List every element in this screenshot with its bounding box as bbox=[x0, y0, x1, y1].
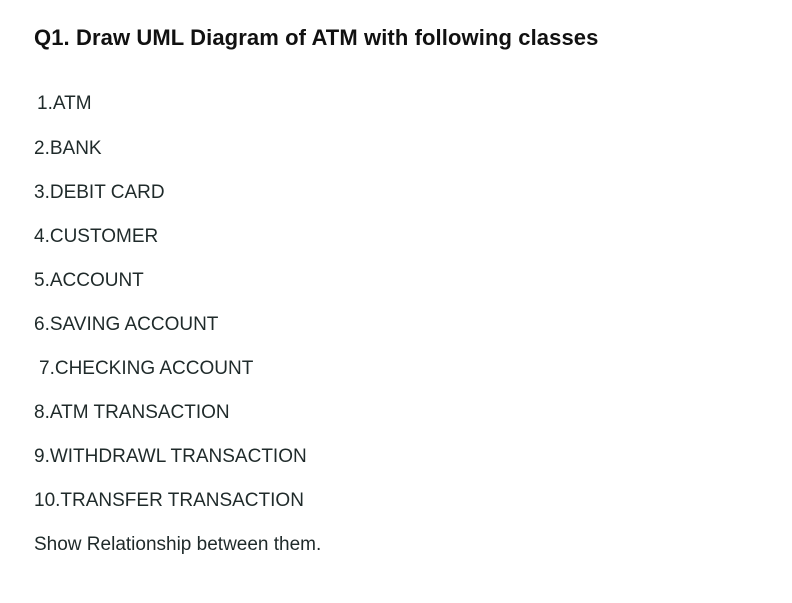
class-item-atm-transaction: 8.ATM TRANSACTION bbox=[34, 402, 230, 423]
class-item-atm: 1.ATM bbox=[37, 93, 92, 114]
class-item-bank: 2.BANK bbox=[34, 138, 102, 159]
class-item-withdrawl-transaction: 9.WITHDRAWL TRANSACTION bbox=[34, 446, 307, 467]
class-item-debit-card: 3.DEBIT CARD bbox=[34, 182, 165, 203]
class-item-transfer-transaction: 10.TRANSFER TRANSACTION bbox=[34, 490, 304, 511]
instruction-footer: Show Relationship between them. bbox=[34, 534, 322, 555]
class-item-customer: 4.CUSTOMER bbox=[34, 226, 159, 247]
class-item-checking-account: 7.CHECKING ACCOUNT bbox=[39, 358, 254, 379]
question-title: Q1. Draw UML Diagram of ATM with followi… bbox=[34, 25, 599, 50]
class-item-saving-account: 6.SAVING ACCOUNT bbox=[34, 314, 219, 335]
class-item-account: 5.ACCOUNT bbox=[34, 270, 144, 291]
